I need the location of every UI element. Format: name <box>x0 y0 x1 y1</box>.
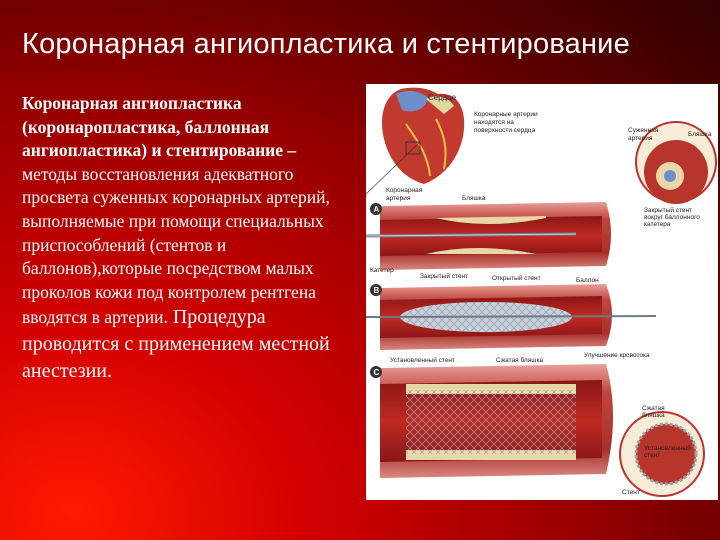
label-closed-stent-around-1: Закрытый стент <box>644 206 692 214</box>
label-narrowed-2: артерия <box>628 135 653 142</box>
label-coronary-arteries-3: поверхности сердца <box>474 127 536 134</box>
label-narrowed-1: Суженная <box>628 127 659 134</box>
label-coronary-arteries-2: находятся на <box>474 119 514 126</box>
label-installed-2: стент <box>644 452 660 459</box>
label-improved-flow: Улучшение кровотока <box>584 352 650 359</box>
artery-c <box>370 364 613 478</box>
label-open-stent: Открытый стент <box>492 274 541 282</box>
label-installed-stent: Установленный стент <box>390 356 455 364</box>
label-closed-stent-around-3: катетера <box>644 221 671 228</box>
artery-b <box>366 284 657 350</box>
step-c: C <box>374 368 380 377</box>
artery-a <box>366 202 611 270</box>
label-coronary-artery-2: артерия <box>386 195 411 202</box>
angioplasty-diagram: Сердце Коронарные артерии находятся на п… <box>366 87 717 497</box>
zoom-line <box>366 141 421 195</box>
label-catheter: Катетер <box>370 267 394 274</box>
label-closed-stent-around-2: вокруг баллонного <box>644 213 700 221</box>
cross-section-narrowed <box>635 121 717 204</box>
body-text-bold: Коронарная ангиопластика (коронаропласти… <box>22 93 297 161</box>
label-plaque: Бляшка <box>462 195 486 202</box>
label-compressed-1: Сжатая <box>642 405 665 412</box>
angioplasty-illustration: Сердце Коронарные артерии находятся на п… <box>366 84 718 500</box>
heart-image <box>366 87 465 195</box>
label-coronary-artery-1: Коронарная <box>386 187 423 194</box>
label-plaque-small: Бляшка <box>688 131 712 138</box>
label-coronary-arteries-1: Коронарные артерии <box>474 111 538 118</box>
label-stent: Стент <box>622 489 640 496</box>
step-a: A <box>374 205 380 214</box>
body-text-large: Процедура проводится с применением местн… <box>22 306 330 383</box>
label-heart: Сердце <box>428 93 457 102</box>
body-text: Коронарная ангиопластика (коронаропласти… <box>22 92 352 385</box>
label-compressed-2: бляшка <box>642 411 665 419</box>
label-compressed-plaque: Сжатая бляшка <box>496 356 543 364</box>
slide-title: Коронарная ангиопластика и стентирование <box>22 28 630 60</box>
label-closed-stent: Закрытый стент <box>420 272 468 280</box>
label-installed-1: Установленный <box>644 444 691 452</box>
step-b: B <box>374 286 380 295</box>
label-balloon: Баллон <box>576 277 599 284</box>
cross-section-stented <box>619 411 705 497</box>
body-text-regular: методы восстановления адекватного просве… <box>22 163 330 328</box>
